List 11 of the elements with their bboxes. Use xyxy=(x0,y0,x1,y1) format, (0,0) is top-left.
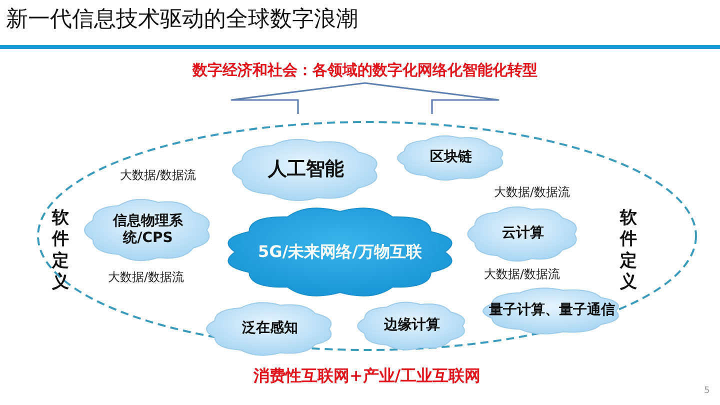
vertical-label: 软件定义 xyxy=(52,208,69,293)
page-number: 5 xyxy=(704,386,710,398)
flow-label: 大数据/数据流 xyxy=(120,168,196,183)
bottom-headline: 消费性互联网+产业/工业互联网 xyxy=(252,366,482,386)
flow-label: 大数据/数据流 xyxy=(494,185,570,200)
vertical-label: 软件定义 xyxy=(620,208,637,293)
flow-label: 大数据/数据流 xyxy=(484,267,560,282)
flow-label: 大数据/数据流 xyxy=(108,270,184,285)
headline-text: 数字经济和社会：各领域的数字化网络化智能化转型 xyxy=(140,58,590,82)
block-arrow xyxy=(230,82,500,115)
title: 新一代信息技术驱动的全球数字浪潮 xyxy=(6,9,358,31)
